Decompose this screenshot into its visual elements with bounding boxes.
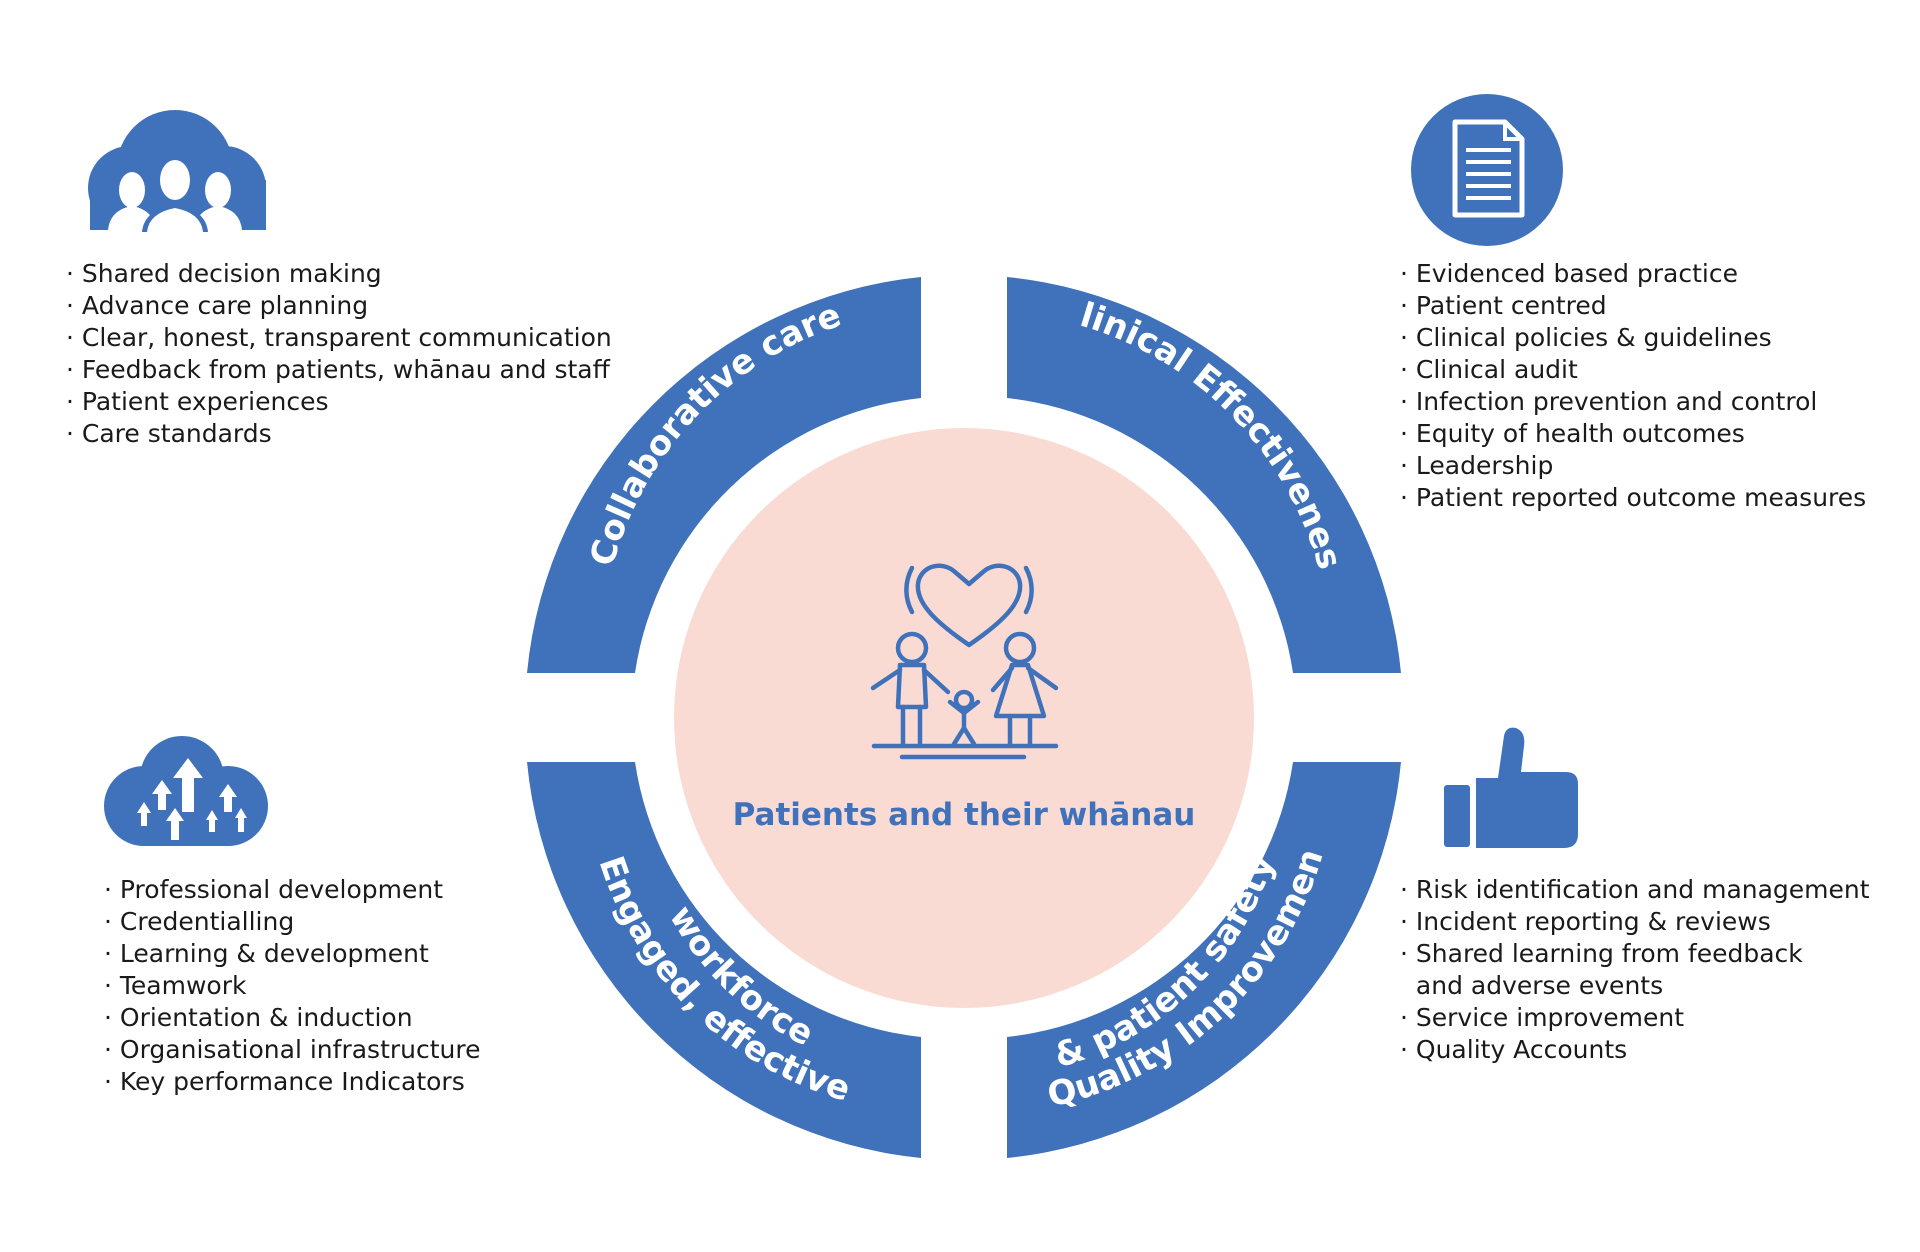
segment-clinical-effectiveness	[1007, 277, 1401, 673]
list-item: Care standards	[66, 418, 612, 450]
list-item: Clinical policies & guidelines	[1400, 322, 1866, 354]
list-item: Incident reporting & reviews	[1400, 906, 1870, 938]
segment-engaged-workforce	[527, 762, 921, 1158]
list-item: Feedback from patients, whānau and staff	[66, 354, 612, 386]
list-item: Infection prevention and control	[1400, 386, 1866, 418]
list-item: Key performance Indicators	[104, 1066, 481, 1098]
list-item: Advance care planning	[66, 290, 612, 322]
list-item: Shared decision making	[66, 258, 612, 290]
list-item: Leadership	[1400, 450, 1866, 482]
list-item: Equity of health outcomes	[1400, 418, 1866, 450]
segment-quality-improvement	[1007, 762, 1401, 1158]
list-item: Professional development	[104, 874, 481, 906]
list-item: Clear, honest, transparent communication	[66, 322, 612, 354]
segment-collaborative-care	[527, 277, 921, 673]
center-title: Patients and their whānau	[733, 797, 1196, 833]
list-item: Patient centred	[1400, 290, 1866, 322]
list-item-continuation: and adverse events	[1415, 971, 1664, 1000]
arrows-cloud-icon	[104, 736, 268, 846]
list-item: Patient experiences	[66, 386, 612, 418]
list-item: Credentialling	[104, 906, 481, 938]
people-cloud-icon	[88, 110, 266, 232]
family-heart-icon	[870, 563, 1059, 760]
clinical-effectiveness-list: Evidenced based practice Patient centred…	[1400, 258, 1866, 514]
list-item: Orientation & induction	[104, 1002, 481, 1034]
engaged-workforce-list: Professional development Credentialling …	[104, 874, 481, 1098]
thumbs-up-icon	[1444, 727, 1578, 848]
document-icon	[1411, 94, 1563, 246]
list-item: Shared learning from feedback	[1400, 938, 1870, 970]
list-item: Evidenced based practice	[1400, 258, 1866, 290]
list-item: Teamwork	[104, 970, 481, 1002]
list-item: Service improvement	[1400, 1002, 1870, 1034]
collaborative-care-list: Shared decision making Advance care plan…	[66, 258, 612, 450]
list-item: Organisational infrastructure	[104, 1034, 481, 1066]
list-item: Learning & development	[104, 938, 481, 970]
list-item: Patient reported outcome measures	[1400, 482, 1866, 514]
quality-improvement-list: Risk identification and management Incid…	[1400, 874, 1870, 1066]
list-item: Risk identification and management	[1400, 874, 1870, 906]
list-item: Quality Accounts	[1400, 1034, 1870, 1066]
list-item: Clinical audit	[1400, 354, 1866, 386]
